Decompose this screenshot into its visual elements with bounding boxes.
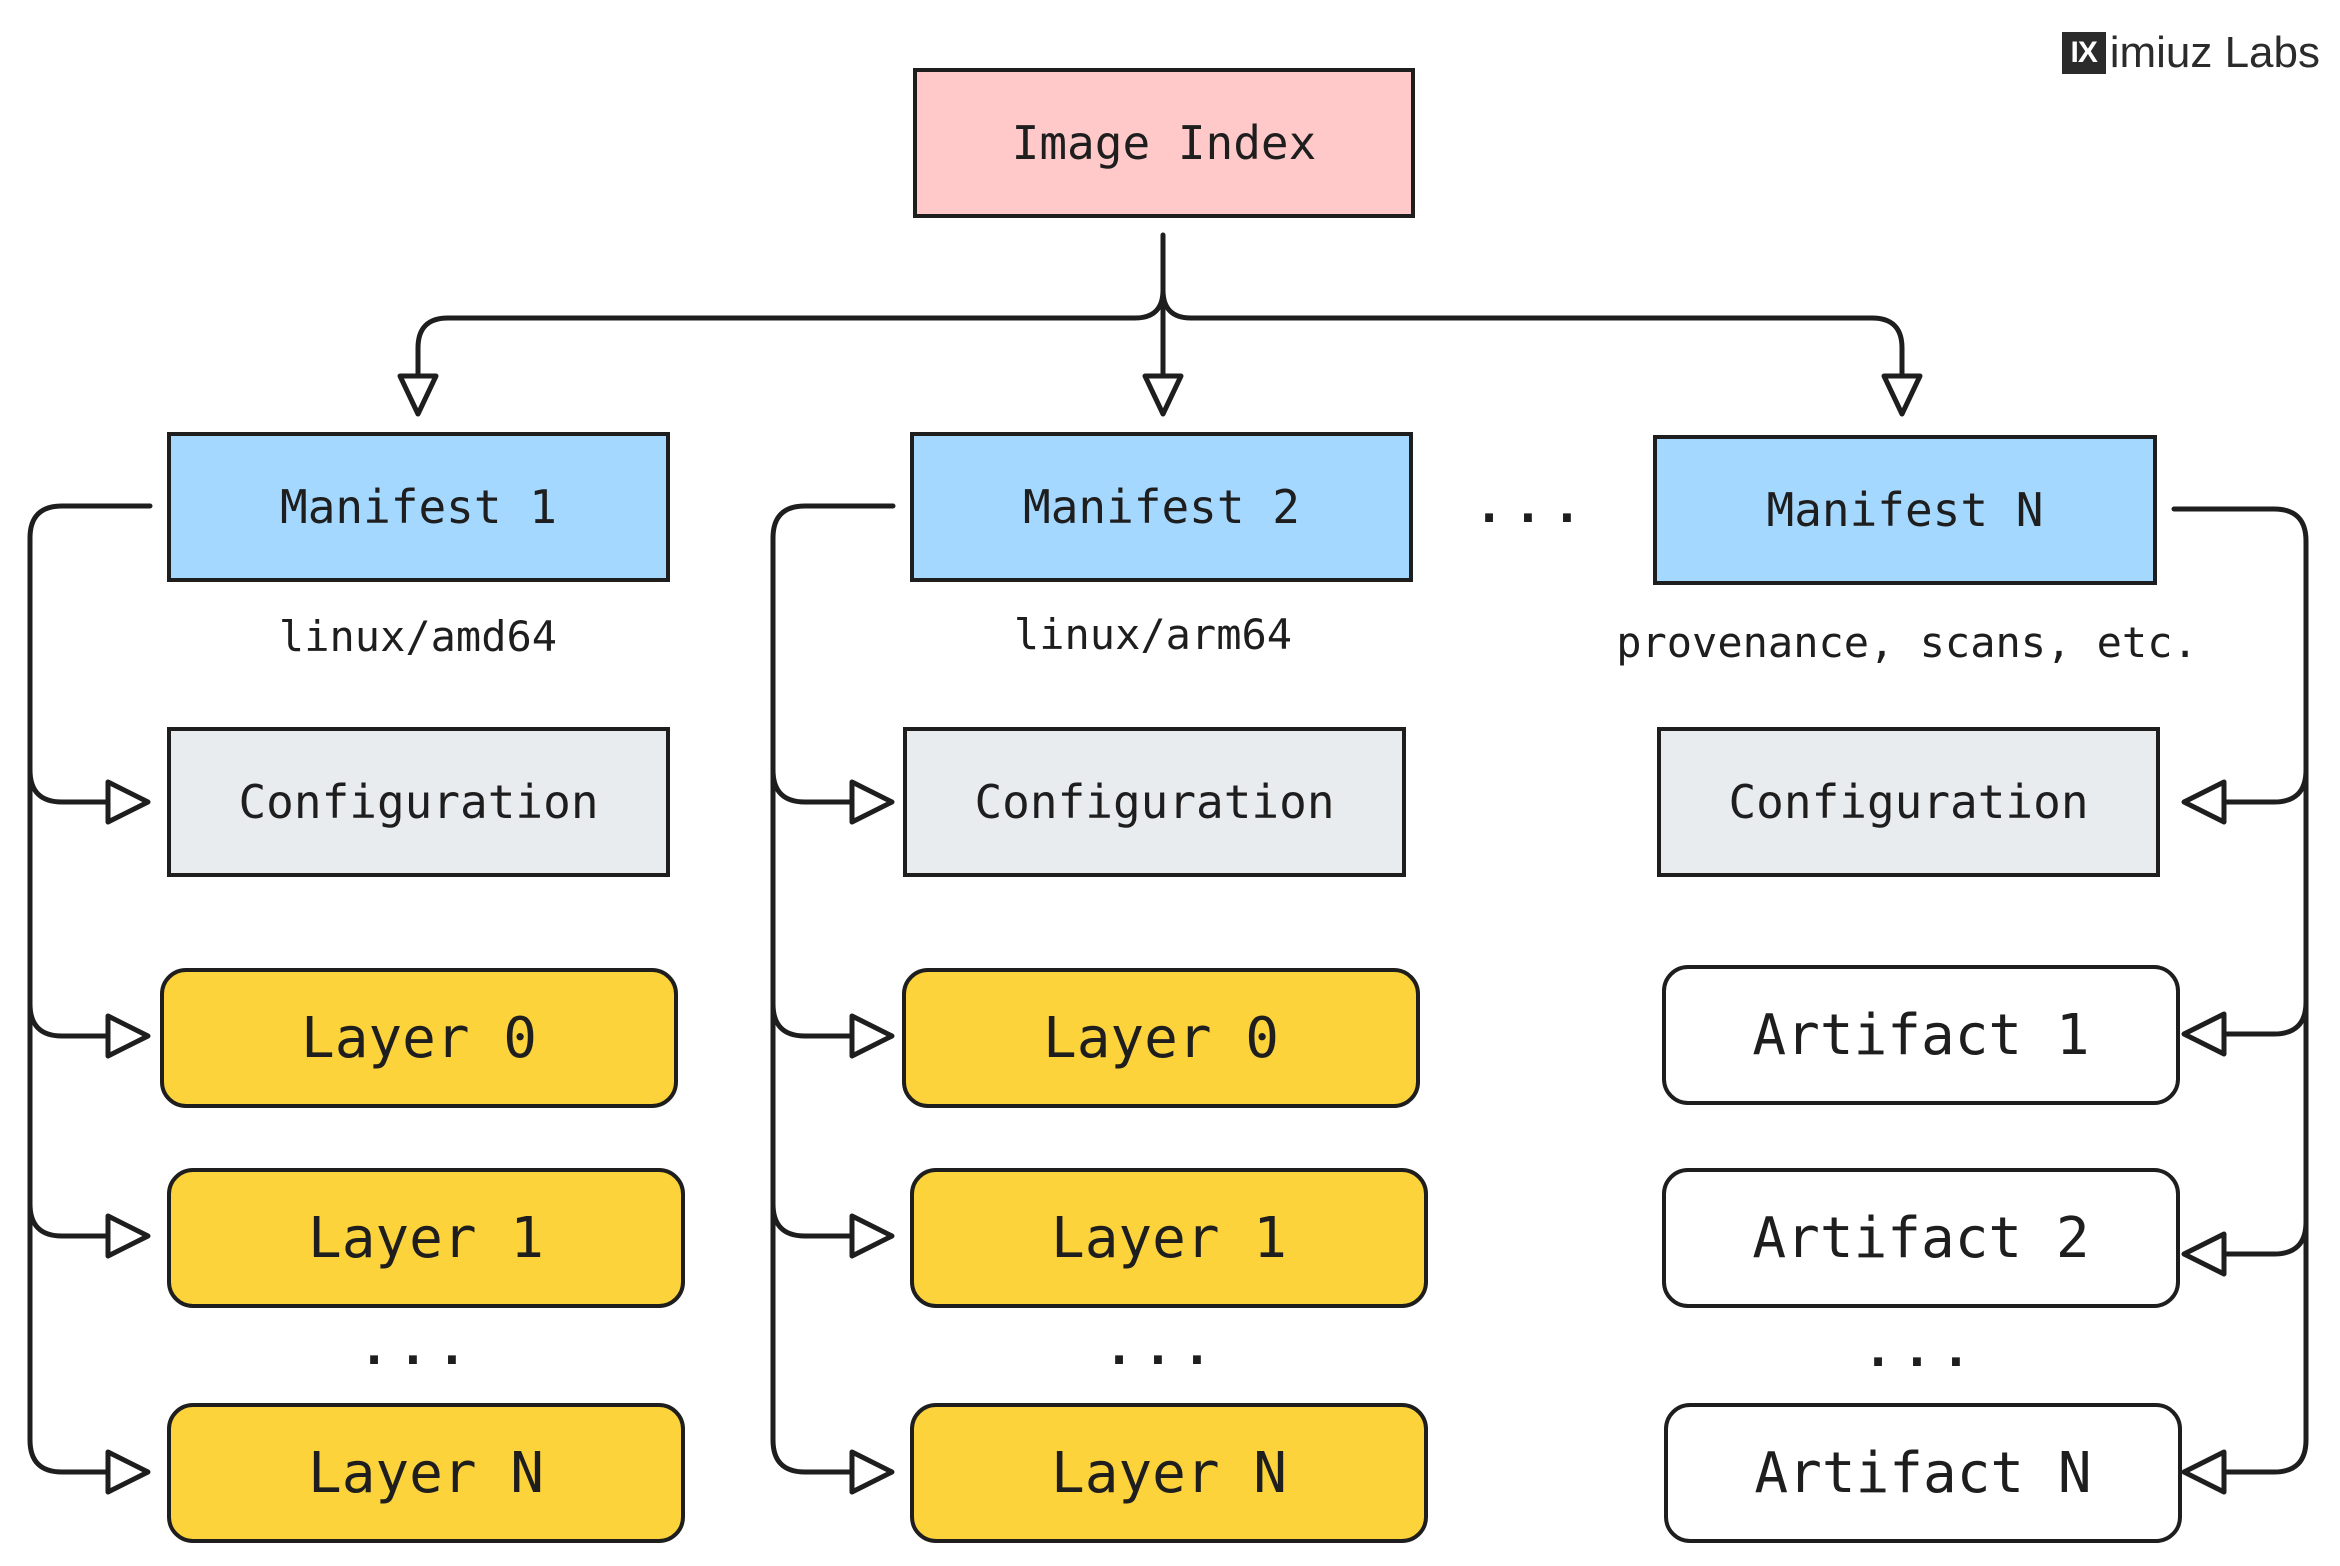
- manifest-n-box: Manifest N: [1653, 435, 2157, 585]
- configuration-box-3: Configuration: [1657, 727, 2160, 877]
- artifact-ellipsis: ...: [1863, 1322, 1981, 1378]
- manifest-n-label: Manifest N: [1766, 483, 2044, 537]
- artifact-label: Artifact N: [1754, 1440, 2092, 1506]
- configuration-label-3: Configuration: [1728, 775, 2089, 829]
- bracket-column-3: [2171, 506, 2309, 1475]
- manifest-2-box: Manifest 2: [910, 432, 1413, 582]
- artifact-box: Artifact 1: [1662, 965, 2180, 1105]
- layer-label: Layer 1: [1050, 1205, 1287, 1271]
- bracket-column-1: [27, 503, 153, 1475]
- layer-ellipsis: ...: [359, 1320, 477, 1376]
- manifest-2-label: Manifest 2: [1023, 480, 1300, 534]
- layer-box: Layer 1: [167, 1168, 685, 1308]
- bracket-column-2: [770, 503, 896, 1475]
- configuration-box-1: Configuration: [167, 727, 670, 877]
- configuration-box-2: Configuration: [903, 727, 1406, 877]
- arrowhead-manifest-n: [1881, 373, 1923, 417]
- layer-box: Layer 1: [910, 1168, 1428, 1308]
- layer-box: Layer N: [910, 1403, 1428, 1543]
- logo-text: imiuz Labs: [2109, 28, 2320, 77]
- artifact-box: Artifact 2: [1662, 1168, 2180, 1308]
- layer-box: Layer N: [167, 1403, 685, 1543]
- manifest-1-label: Manifest 1: [280, 480, 557, 534]
- layer-label: Layer 0: [300, 1005, 537, 1071]
- configuration-label-1: Configuration: [238, 775, 599, 829]
- layer-box: Layer 0: [160, 968, 678, 1108]
- layer-box: Layer 0: [902, 968, 1420, 1108]
- artifact-label: Artifact 2: [1752, 1205, 2090, 1271]
- arrowhead-manifest-1: [397, 373, 439, 417]
- manifest-1-platform: linux/amd64: [278, 612, 558, 661]
- layer-label: Layer 0: [1042, 1005, 1279, 1071]
- manifest-gap-ellipsis: ...: [1474, 478, 1592, 534]
- configuration-label-2: Configuration: [974, 775, 1335, 829]
- artifact-label: Artifact 1: [1752, 1002, 2090, 1068]
- image-index-box: Image Index: [913, 68, 1415, 218]
- layer-ellipsis: ...: [1104, 1320, 1222, 1376]
- arrowhead-manifest-2: [1142, 373, 1184, 417]
- manifest-n-platform: provenance, scans, etc.: [1616, 618, 2198, 667]
- logo: IX imiuz Labs: [2061, 28, 2320, 78]
- layer-label: Layer N: [307, 1440, 544, 1506]
- layer-label: Layer 1: [307, 1205, 544, 1271]
- layer-label: Layer N: [1050, 1440, 1287, 1506]
- manifest-2-platform: linux/arm64: [1013, 610, 1293, 659]
- image-index-label: Image Index: [1011, 116, 1317, 170]
- connector-index-to-manifest-1: [415, 232, 1166, 378]
- manifest-1-box: Manifest 1: [167, 432, 670, 582]
- connector-index-to-manifest-n: [1160, 287, 1905, 378]
- logo-mark: IX: [2061, 32, 2106, 74]
- artifact-box: Artifact N: [1664, 1403, 2182, 1543]
